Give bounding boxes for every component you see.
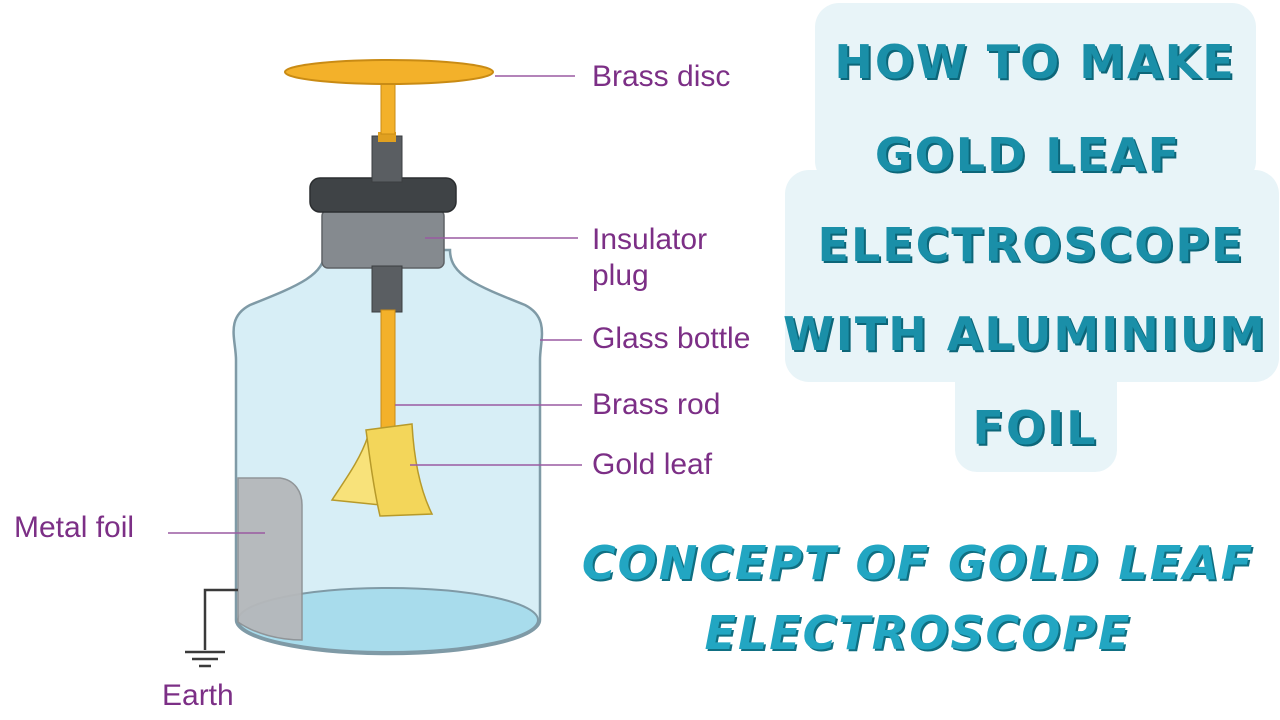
brass-rod [380,309,396,439]
brass-stub [378,132,396,142]
insulator-stem-bottom [371,265,403,313]
label-insulator-plug-line1: Insulator [592,223,708,256]
brass-rod-upper [380,83,396,135]
label-gold-leaf: Gold leaf [592,448,713,481]
plug-cap [309,177,457,213]
subtitle-line-2: ELECTROSCOPE [704,606,1132,660]
label-brass-disc: Brass disc [592,60,731,93]
earth-wire [203,588,238,650]
insulator-plug [321,209,445,269]
label-glass-bottle: Glass bottle [592,322,751,355]
title-background-bottom [955,360,1117,472]
brass-disc [284,59,494,85]
title-background-top [815,3,1256,185]
electroscope-diagram [168,59,582,668]
metal-foil [237,477,303,641]
title-line-3: ELECTROSCOPE [817,218,1245,272]
title-line-4: WITH ALUMINIUM [782,307,1267,361]
subtitle-line-1: CONCEPT OF GOLD LEAF [581,536,1255,590]
label-insulator-plug-line2: plug [592,259,649,292]
title-line-1: HOW TO MAKE [834,35,1236,89]
gold-leaf-right [365,423,434,517]
title-line-2: GOLD LEAF [874,128,1182,182]
insulator-stem-top [371,135,403,183]
title-background-middle [785,170,1279,382]
title-line-5: FOIL [972,401,1098,455]
label-brass-rod: Brass rod [592,388,721,421]
label-metal-foil: Metal foil [14,511,135,544]
label-earth: Earth [162,679,234,712]
